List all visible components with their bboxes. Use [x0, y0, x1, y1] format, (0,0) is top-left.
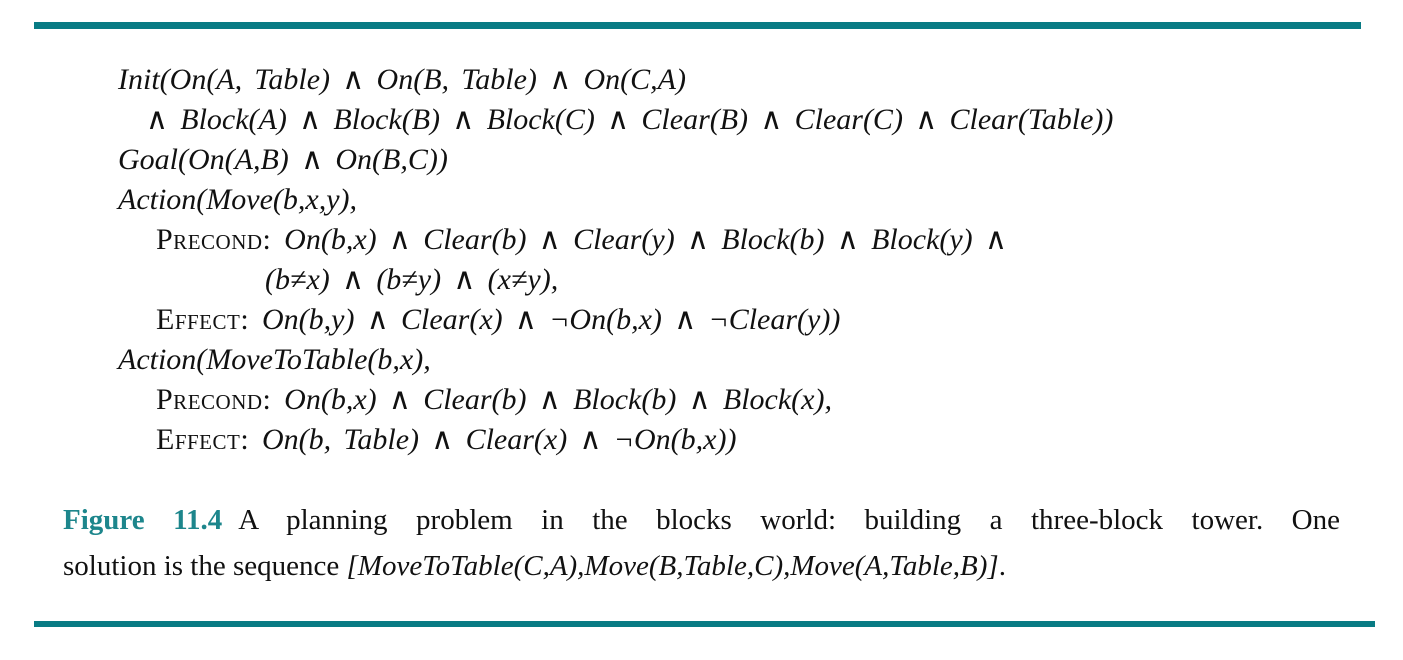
formula-line: ∧ Block(A) ∧ Block(B) ∧ Block(C) ∧ Clear…: [146, 100, 1358, 140]
caption-line-2: solution is the sequence [MoveToTable(C,…: [63, 543, 1340, 589]
keyword-label: Effect:: [156, 303, 262, 336]
formula-line: (b≠x) ∧ (b≠y) ∧ (x≠y),: [265, 260, 1358, 300]
keyword-label: Precond:: [156, 383, 285, 416]
formula-line: Action(MoveToTable(b,x),: [118, 340, 1358, 380]
formula-block: Init(On(A, Table) ∧ On(B, Table) ∧ On(C,…: [118, 60, 1358, 460]
caption-line-1: Figure 11.4 A planning problem in the blo…: [63, 497, 1340, 543]
math-text: (b≠x) ∧ (b≠y) ∧ (x≠y),: [265, 263, 559, 296]
math-text: On(b,y) ∧ Clear(x) ∧ ¬On(b,x) ∧ ¬Clear(y…: [261, 303, 841, 336]
math-text: Goal(On(A,B) ∧ On(B,C)): [118, 143, 448, 176]
plain-text: .: [998, 550, 1006, 582]
keyword-label: Effect:: [156, 423, 262, 456]
formula-line: Action(Move(b,x,y),: [118, 180, 1358, 220]
math-text: ∧ Block(A) ∧ Block(B) ∧ Block(C) ∧ Clear…: [146, 103, 1114, 136]
keyword-label: Precond:: [156, 223, 285, 256]
bottom-rule: [34, 621, 1375, 627]
math-text: Action(MoveToTable(b,x),: [118, 343, 431, 376]
top-rule: [34, 22, 1361, 29]
formula-line: Precond: On(b,x) ∧ Clear(b) ∧ Block(b) ∧…: [156, 380, 1358, 420]
math-text: Action(Move(b,x,y),: [118, 183, 358, 216]
formula-line: Precond: On(b,x) ∧ Clear(b) ∧ Clear(y) ∧…: [156, 220, 1358, 260]
math-text: On(b,x) ∧ Clear(b) ∧ Block(b) ∧ Block(x)…: [284, 383, 832, 416]
math-text: Init(On(A, Table) ∧ On(B, Table) ∧ On(C,…: [118, 63, 686, 96]
formula-line: Init(On(A, Table) ∧ On(B, Table) ∧ On(C,…: [118, 60, 1358, 100]
formula-line: Goal(On(A,B) ∧ On(B,C)): [118, 140, 1358, 180]
math-text: On(b, Table) ∧ Clear(x) ∧ ¬On(b,x)): [261, 423, 737, 456]
figure-caption: Figure 11.4 A planning problem in the blo…: [63, 497, 1340, 589]
figure-label: Figure 11.4: [63, 504, 223, 536]
math-text: [MoveToTable(C,A),Move(B,Table,C),Move(A…: [346, 550, 999, 582]
formula-line: Effect: On(b,y) ∧ Clear(x) ∧ ¬On(b,x) ∧ …: [156, 300, 1358, 340]
plain-text: solution is the sequence: [63, 550, 347, 582]
caption-text: A planning problem in the blocks world: …: [238, 504, 1340, 536]
formula-line: Effect: On(b, Table) ∧ Clear(x) ∧ ¬On(b,…: [156, 420, 1358, 460]
math-text: On(b,x) ∧ Clear(b) ∧ Clear(y) ∧ Block(b)…: [284, 223, 1007, 256]
